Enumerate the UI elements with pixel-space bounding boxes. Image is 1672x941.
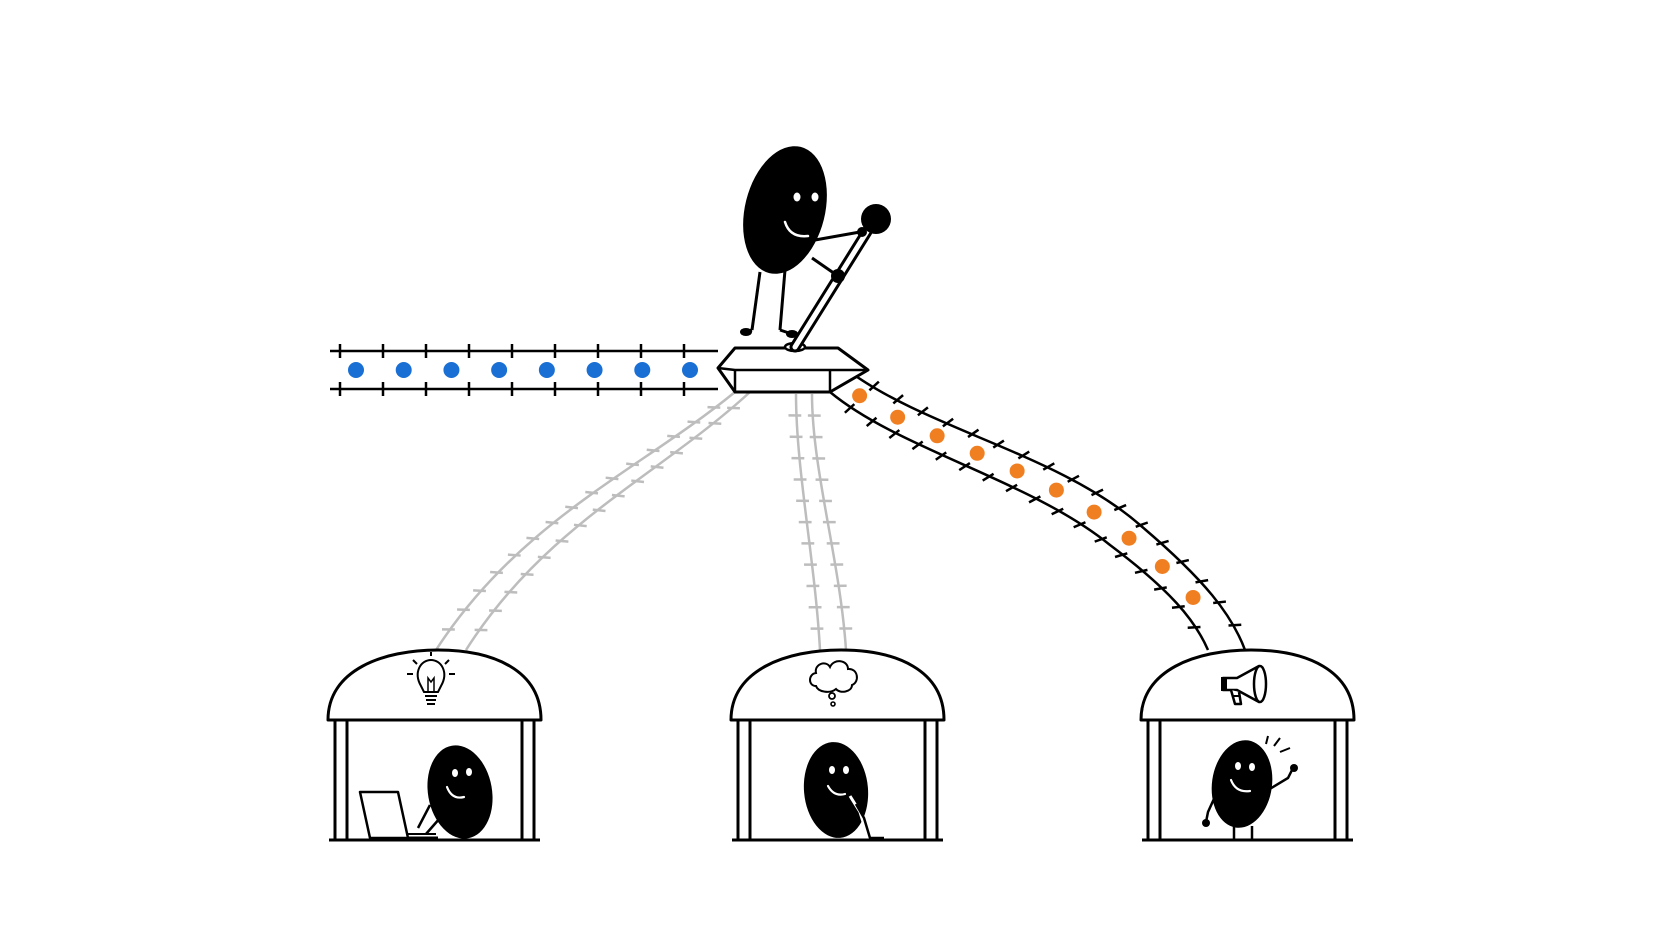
track-tie <box>573 523 587 528</box>
input-data-dot <box>586 362 603 378</box>
track-tie <box>473 589 486 593</box>
track-tie <box>507 553 521 557</box>
megaphone-icon <box>1221 664 1268 706</box>
output-data-dot <box>929 428 945 444</box>
track-tie <box>917 406 929 417</box>
track-tie <box>592 508 606 513</box>
track-tie <box>967 428 980 439</box>
branch-track-left <box>434 391 751 651</box>
output-data-dot <box>1086 504 1102 520</box>
input-track <box>330 344 718 396</box>
switch-platform <box>716 341 870 394</box>
track-tie <box>537 555 551 560</box>
branch-left-ties <box>442 405 740 632</box>
input-data-dot <box>538 362 555 378</box>
thought-cloud-icon <box>809 660 858 707</box>
track-tie <box>982 472 995 482</box>
track-tie <box>490 570 503 575</box>
track-tie <box>1134 568 1148 575</box>
track-tie <box>1135 521 1149 529</box>
track-tie <box>958 462 971 472</box>
track-tie <box>545 520 559 525</box>
track-tie <box>611 493 625 498</box>
track-tie <box>1094 536 1108 543</box>
laptop-icon <box>358 790 410 840</box>
track-tie <box>1073 521 1086 529</box>
track-tie <box>1195 578 1209 584</box>
track-tie <box>844 403 856 414</box>
track-tie <box>504 590 518 594</box>
track-tie <box>646 448 660 453</box>
track-tie <box>1114 552 1128 559</box>
track-tie <box>1176 558 1190 565</box>
output-data-dots <box>852 388 1201 605</box>
track-tie <box>1155 539 1169 546</box>
branch-track-middle <box>788 393 853 651</box>
branch-middle-ties <box>788 414 853 630</box>
track-tie <box>526 536 540 541</box>
output-data-dot <box>1154 559 1170 575</box>
waving-character-icon <box>1202 735 1298 840</box>
track-tie <box>1213 600 1227 605</box>
track-tie <box>585 490 599 495</box>
track-tie <box>1017 450 1030 460</box>
track-tie <box>1171 605 1185 609</box>
track-tie <box>687 420 701 424</box>
track-tie <box>689 436 703 441</box>
thinking-character-icon <box>803 742 884 840</box>
output-data-dot <box>852 388 868 404</box>
output-data-dot <box>1048 482 1064 498</box>
track-tie <box>1028 495 1041 504</box>
lightbulb-icon <box>407 652 455 705</box>
track-tie <box>942 417 954 428</box>
track-tie <box>1228 623 1242 627</box>
output-data-dot <box>1185 589 1201 605</box>
track-tie <box>992 439 1005 449</box>
track-tie <box>555 539 569 543</box>
switch-lever-icon <box>789 204 891 353</box>
track-tie <box>868 380 880 392</box>
track-tie <box>605 476 619 481</box>
track-tie <box>631 479 645 484</box>
input-data-dot <box>395 362 412 378</box>
typing-character-icon <box>358 745 493 840</box>
input-data-dot <box>682 362 698 378</box>
track-tie <box>565 505 579 510</box>
track-tie <box>1005 483 1018 493</box>
output-data-dot <box>969 445 985 461</box>
track-tie <box>650 465 664 469</box>
track-tie <box>520 572 534 577</box>
track-tie <box>1042 462 1055 471</box>
input-data-dot <box>443 362 460 378</box>
operator-character-icon <box>740 146 867 338</box>
track-tie <box>626 462 640 467</box>
input-data-dots <box>348 362 698 378</box>
track-tie <box>1153 586 1167 591</box>
output-data-dot <box>1009 463 1025 479</box>
branch-track-right <box>829 370 1247 651</box>
track-tie <box>708 421 722 426</box>
track-tie <box>865 416 878 427</box>
input-data-dot <box>634 362 651 378</box>
track-tie <box>670 450 684 455</box>
track-tie <box>1051 507 1064 516</box>
input-track-ties <box>338 344 686 396</box>
branch-right-ties <box>844 380 1242 630</box>
input-data-dot <box>491 362 508 378</box>
track-tie <box>892 394 904 405</box>
track-tie <box>935 451 947 461</box>
output-data-dot <box>1121 530 1137 546</box>
track-tie <box>1187 625 1201 630</box>
output-data-dot <box>890 409 906 425</box>
input-data-dot <box>348 362 364 378</box>
track-tie <box>1113 503 1127 512</box>
track-tie <box>667 434 681 439</box>
track-tie <box>1067 474 1080 483</box>
track-tie <box>888 429 901 440</box>
track-tie <box>1090 488 1104 497</box>
track-tie <box>911 440 924 451</box>
